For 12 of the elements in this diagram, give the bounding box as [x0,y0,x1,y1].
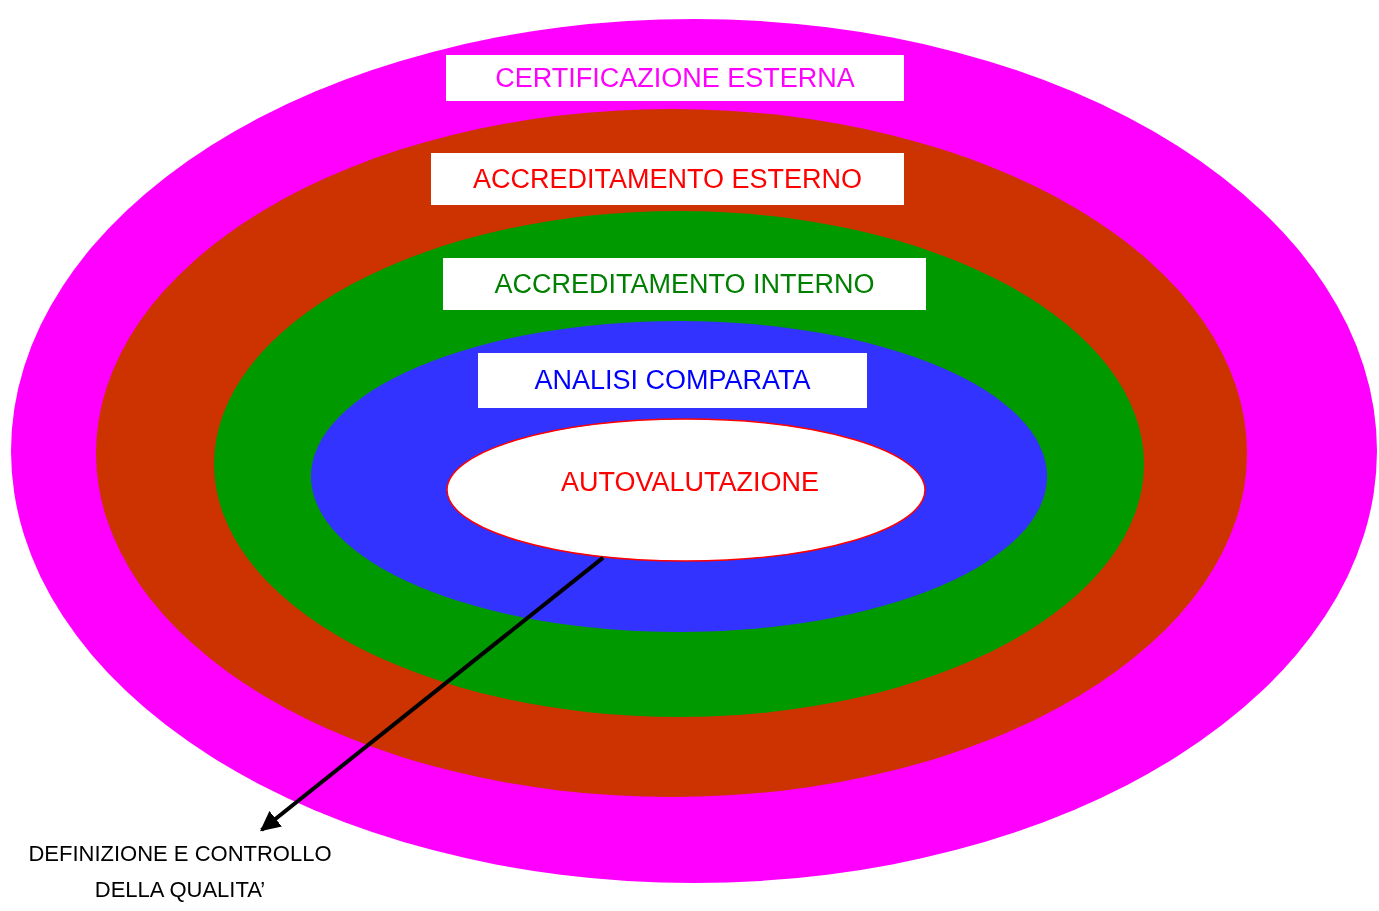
ellipse-ring [213,210,1145,718]
ellipse-ring [10,18,1378,884]
level-label: ACCREDITAMENTO ESTERNO [431,153,904,205]
level-label: CERTIFICAZIONE ESTERNA [446,55,904,101]
ellipse-ring [310,320,1048,633]
level-label: ANALISI COMPARATA [478,353,867,408]
caption-text: DEFINIZIONE E CONTROLLO DELLA QUALITA’ [10,836,350,908]
arrow [260,556,605,832]
ellipse-ring [95,108,1248,798]
level-label: AUTOVALUTAZIONE [559,465,820,499]
level-label: ACCREDITAMENTO INTERNO [443,258,926,310]
ellipse-ring [446,418,926,562]
